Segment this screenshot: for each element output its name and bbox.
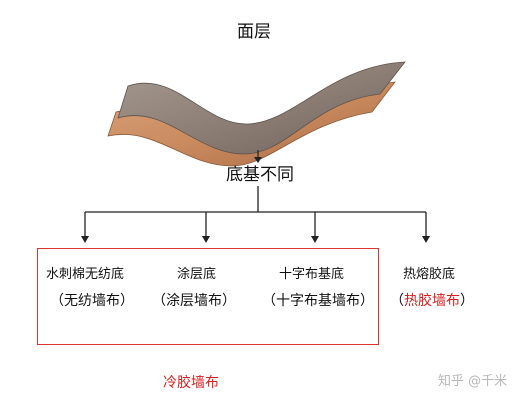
arrowhead-4 (422, 236, 430, 243)
category-coated-name: 涂层底 (177, 267, 217, 282)
arrowhead-layers-to-label (254, 157, 262, 163)
cold-glue-group-label: 冷胶墙布 (163, 375, 219, 391)
surface-layer-shape (117, 61, 406, 155)
category-nonwoven-note: （无纺墙布） (50, 293, 134, 309)
category-cross-weave-name: 十字布基底 (279, 267, 345, 282)
cold-glue-group-box (37, 248, 379, 345)
category-nonwoven-name: 水刺棉无纺底 (46, 267, 125, 282)
arrowhead-1 (81, 236, 89, 243)
base-difference-label: 底基不同 (226, 165, 294, 185)
category-coated-note: （涂层墙布） (152, 293, 236, 309)
surface-layer-label: 面层 (237, 22, 271, 42)
hot-glue-highlight: 热胶墙布 (404, 293, 460, 309)
source-watermark: 知乎 @千米 (438, 374, 508, 389)
arrowhead-2 (202, 236, 210, 243)
category-hot-melt-note: （热胶墙布） (390, 293, 474, 309)
category-hot-melt-name: 热熔胶底 (403, 267, 456, 282)
arrowhead-3 (311, 236, 319, 243)
category-cross-weave-note: （十字布基墙布） (262, 293, 374, 309)
